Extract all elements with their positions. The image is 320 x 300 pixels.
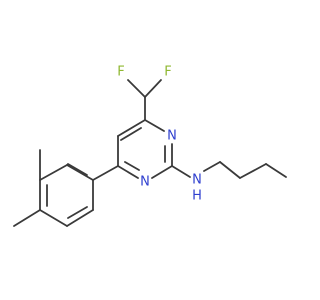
bond-ring-n1-c6: [144, 119, 165, 132]
bond-phenyl-e-f-inner: [67, 206, 88, 219]
atom-fluorine-left: F: [117, 65, 124, 80]
bond-butyl-c2-c3: [239, 163, 267, 179]
bond-phenyl-a-b: [66, 164, 94, 181]
bond-ring-c6-c5: [117, 119, 146, 137]
bond-nh-c1: [203, 161, 221, 172]
bond-c2-nh: [171, 165, 191, 178]
atom-labels: F F N N N H: [117, 65, 202, 204]
bond-phenyl-d-e: [39, 209, 68, 227]
bond-phenyl-b-c: [39, 164, 68, 181]
bond-ring-n3-c2: [151, 165, 173, 179]
atom-amine-nitrogen: N: [192, 173, 202, 188]
bond-lines: [13, 79, 287, 227]
bond-phenyl-e-f: [66, 209, 94, 227]
bond-c4-phenyl: [92, 165, 119, 181]
bond-ring-c4-n3-inner: [124, 161, 140, 171]
atom-amine-hydrogen: H: [192, 189, 202, 204]
bond-butyl-c1-c2: [219, 161, 241, 179]
atom-fluorine-right: F: [164, 65, 171, 80]
bond-c-f-right: [144, 79, 162, 98]
molecule-structure: F F N N N H: [13, 65, 287, 227]
bond-ring-c4-n3: [117, 165, 139, 179]
bond-ring-c6-c5-inner: [120, 127, 142, 141]
bond-phenyl-a-b-inner: [67, 163, 88, 176]
atom-nitrogen-ring-right: N: [167, 129, 177, 144]
bond-butyl-c3-c4: [265, 163, 287, 178]
bond-c-f-left: [127, 79, 146, 98]
bond-methyl-lower: [13, 209, 41, 227]
atom-nitrogen-ring-bottom: N: [140, 175, 150, 190]
